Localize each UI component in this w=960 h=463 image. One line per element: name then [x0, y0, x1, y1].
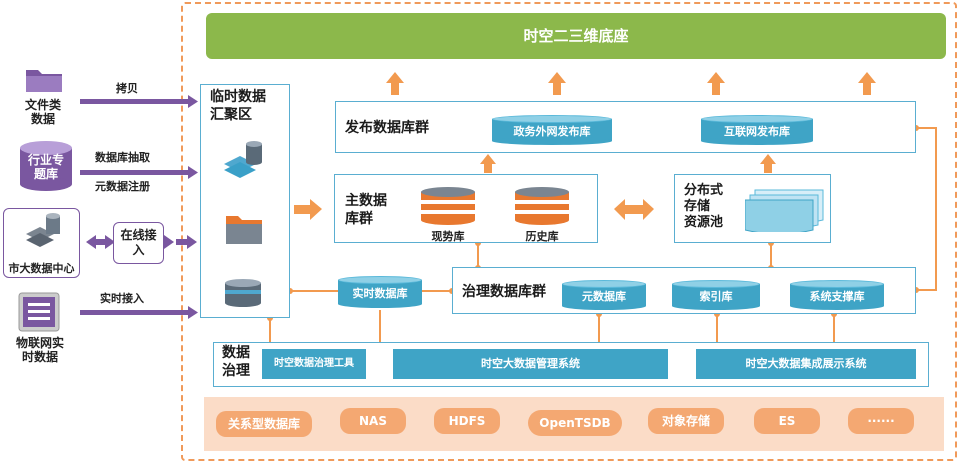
support-db: 系统支撑库: [790, 280, 884, 310]
storage-relational: 关系型数据库: [216, 411, 312, 437]
realtime-db: 实时数据库: [338, 276, 422, 308]
folder-icon: [24, 66, 64, 94]
publish-group-title: 发布数据库群: [345, 120, 429, 136]
meta-register-label: 元数据注册: [95, 180, 150, 193]
index-db: 索引库: [672, 280, 760, 310]
realtime-access-label: 实时接入: [100, 292, 144, 305]
governance-group-title: 治理数据库群: [462, 284, 546, 300]
source-iot-label: 物联网实 时数据: [15, 336, 64, 364]
current-db-label: 现势库: [431, 230, 465, 243]
industry-db-icon: [18, 140, 74, 192]
storage-more: ······: [848, 408, 914, 434]
distributed-title: 分布式 存储 资源池: [684, 183, 724, 230]
orange-folder-icon: [224, 212, 264, 246]
stacked-pages-icon: [744, 188, 827, 235]
temp-zone-title: 临时数据 汇聚区: [210, 89, 266, 123]
governance-tool-bar: 时空数据治理工具: [262, 349, 366, 379]
top-banner: 时空二三维底座: [206, 13, 946, 59]
source-file-label: 文件类 数据: [24, 98, 61, 126]
industry-db-label: 行业专 题库: [27, 153, 64, 181]
data-governance-title: 数据 治理: [222, 345, 250, 379]
storage-opentsdb: OpenTSDB: [528, 410, 622, 436]
storage-es: ES: [754, 408, 820, 434]
copy-label: 拷贝: [116, 82, 138, 95]
layers-icon: [22, 212, 62, 252]
meta-db: 元数据库: [562, 280, 646, 310]
storage-hdfs: HDFS: [434, 408, 500, 434]
city-center-label: 市大数据中心: [8, 262, 75, 275]
publish-db-group: [335, 101, 916, 153]
db-extract-label: 数据库抽取: [95, 151, 150, 164]
internet-db: 互联网发布库: [701, 115, 813, 145]
current-db-icon: [420, 186, 476, 226]
storage-nas: NAS: [340, 408, 406, 434]
history-db-icon: [514, 186, 570, 226]
gov-external-db: 政务外网发布库: [492, 115, 612, 145]
online-access-box: 在线接 入: [113, 222, 164, 264]
platform-frame: [181, 2, 957, 461]
display-system-bar: 时空大数据集成展示系统: [696, 349, 916, 379]
history-db-label: 历史库: [525, 230, 559, 243]
temp-data-zone: [200, 84, 290, 318]
management-system-bar: 时空大数据管理系统: [393, 349, 668, 379]
db-icon: [224, 278, 262, 308]
iot-icon: [18, 292, 60, 332]
layers-db-icon: [222, 140, 266, 184]
main-group-title: 主数据 库群: [345, 193, 387, 227]
storage-object: 对象存储: [648, 408, 724, 434]
